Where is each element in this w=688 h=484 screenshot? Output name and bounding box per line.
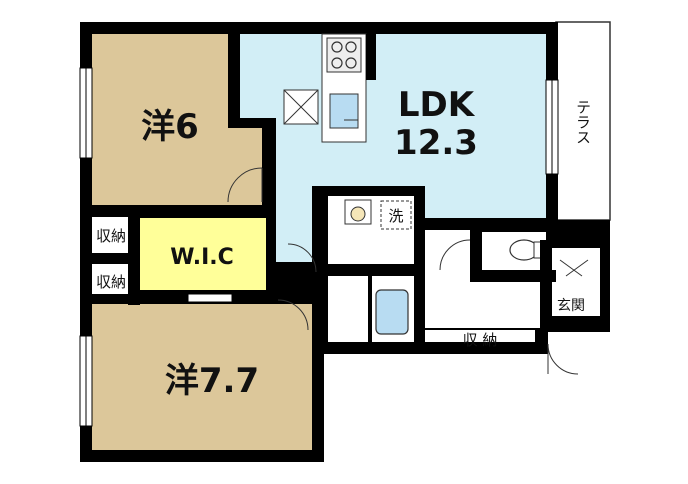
windows — [79, 67, 559, 427]
burner-icon — [345, 57, 357, 69]
basin-bowl — [350, 206, 366, 222]
room-label-western-6: 洋6 — [141, 107, 199, 147]
room-entrance — [552, 248, 600, 316]
burner-icon — [331, 41, 343, 53]
room-label-ldk-name: LDK — [398, 85, 476, 125]
interior-walls — [84, 34, 610, 354]
room-storage-bottom — [425, 330, 535, 344]
room-western-77 — [92, 304, 312, 450]
room-label-terrace: テラス — [574, 100, 592, 145]
room-label-laundry: 洗 — [388, 207, 403, 225]
washer-area — [380, 200, 412, 230]
room-western-6 — [92, 34, 262, 205]
bathtub-icon — [375, 289, 409, 335]
room-label-entrance: 玄関 — [557, 297, 585, 314]
room-label-western-77: 洋7.7 — [165, 361, 259, 401]
room-storage-top — [92, 217, 132, 253]
kitchen-wall — [366, 34, 376, 80]
room-wic — [140, 218, 266, 290]
terrace-area — [555, 21, 611, 221]
hatch-cross — [283, 89, 319, 125]
burner-icon — [345, 41, 357, 53]
room-label-wic: W.I.C — [170, 245, 234, 270]
room-label-storage-mid: 収納 — [96, 273, 126, 291]
stove-icon — [326, 37, 362, 73]
room-label-ldk-size: 12.3 — [394, 123, 478, 163]
door-swings — [227, 167, 589, 375]
room-storage-mid — [92, 264, 132, 298]
burner-icon — [331, 57, 343, 69]
kitchen-sink-icon — [329, 93, 359, 129]
room-hallway — [425, 230, 540, 328]
room-washroom — [328, 276, 368, 342]
room-label-storage-top: 収納 — [96, 227, 126, 245]
room-label-storage-bottom: 収 納 — [463, 331, 498, 349]
